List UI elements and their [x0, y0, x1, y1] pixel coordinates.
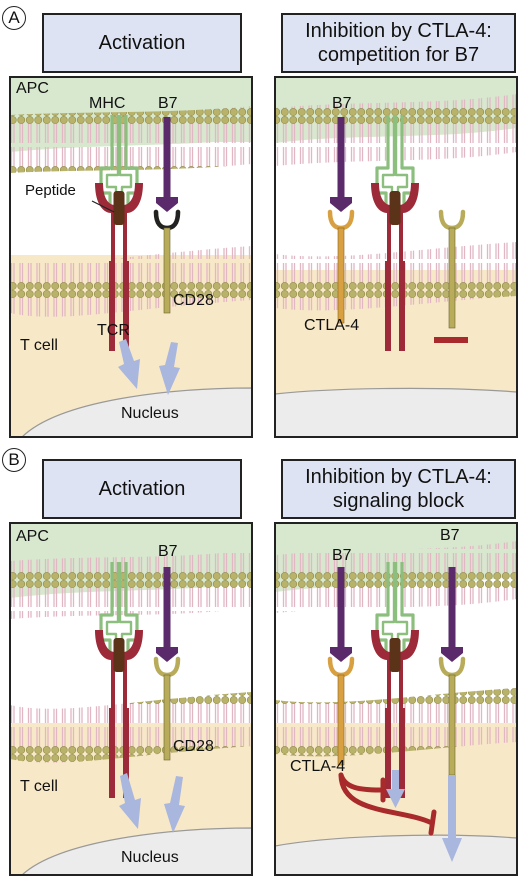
- cd28-molecule-a-right: [441, 212, 463, 329]
- peptide-pointer: [91, 200, 115, 213]
- panel-a-left-title: Activation: [42, 13, 242, 73]
- signal-arrows: [118, 339, 180, 395]
- panel-b-right-title-line1: Inhibition by CTLA-4:: [305, 466, 492, 488]
- tcell-label-b: T cell: [20, 778, 58, 795]
- panel-b-right-title-line2: signaling block: [332, 490, 465, 512]
- cd28-molecule-b-left: [156, 659, 178, 761]
- nucleus-label-b: Nucleus: [121, 849, 179, 866]
- panel-a-right-title: Inhibition by CTLA-4: competition for B7: [281, 13, 516, 73]
- apc-label: APC: [16, 80, 49, 97]
- b7-label-b-right-left: B7: [332, 547, 352, 564]
- block-bar: [434, 337, 468, 343]
- ctla4-molecule-a-right: [330, 212, 352, 324]
- signal-arrows-b-right: [386, 770, 462, 862]
- tcell-label: T cell: [20, 337, 58, 354]
- ctla4-label-a-right: CTLA-4: [304, 317, 360, 334]
- cd28-label-b-left: CD28: [173, 738, 214, 755]
- panel-b-left-scene: [10, 523, 252, 875]
- panel-a-right-title-line1: Inhibition by CTLA-4:: [305, 20, 492, 42]
- mhc-label: MHC: [89, 95, 126, 112]
- b7-label: B7: [158, 95, 178, 112]
- apc-membrane: [10, 106, 252, 173]
- b7-label-b-right-right: B7: [440, 527, 460, 544]
- tcell-membrane: [10, 246, 252, 317]
- section-b-marker: B: [2, 448, 26, 472]
- apc-label-b: APC: [16, 528, 49, 545]
- panel-b-right-title: Inhibition by CTLA-4: signaling block: [281, 459, 516, 519]
- section-a-marker: A: [2, 6, 26, 30]
- nucleus-label: Nucleus: [121, 405, 179, 422]
- b7-label-b-left: B7: [158, 543, 178, 560]
- panel-a-left-scene: [10, 77, 252, 437]
- cd28-molecule: [156, 212, 178, 314]
- signal-arrows-b-left: [119, 773, 185, 833]
- panel-b-left-title: Activation: [42, 459, 242, 519]
- inhibition-lines: [338, 772, 437, 836]
- tcr-label: TCR: [97, 322, 130, 339]
- ctla4-molecule-b-right: [330, 659, 352, 766]
- panel-b-left-title-text: Activation: [98, 478, 186, 500]
- ctla4-label-b-right: CTLA-4: [290, 758, 346, 775]
- panel-a-right-title-line2: competition for B7: [317, 44, 480, 66]
- peptide-label: Peptide: [25, 182, 76, 199]
- b7-label-a-right: B7: [332, 95, 352, 112]
- panel-a-left-title-text: Activation: [98, 32, 186, 54]
- nucleus-shape: [21, 387, 252, 437]
- cd28-label: CD28: [173, 292, 214, 309]
